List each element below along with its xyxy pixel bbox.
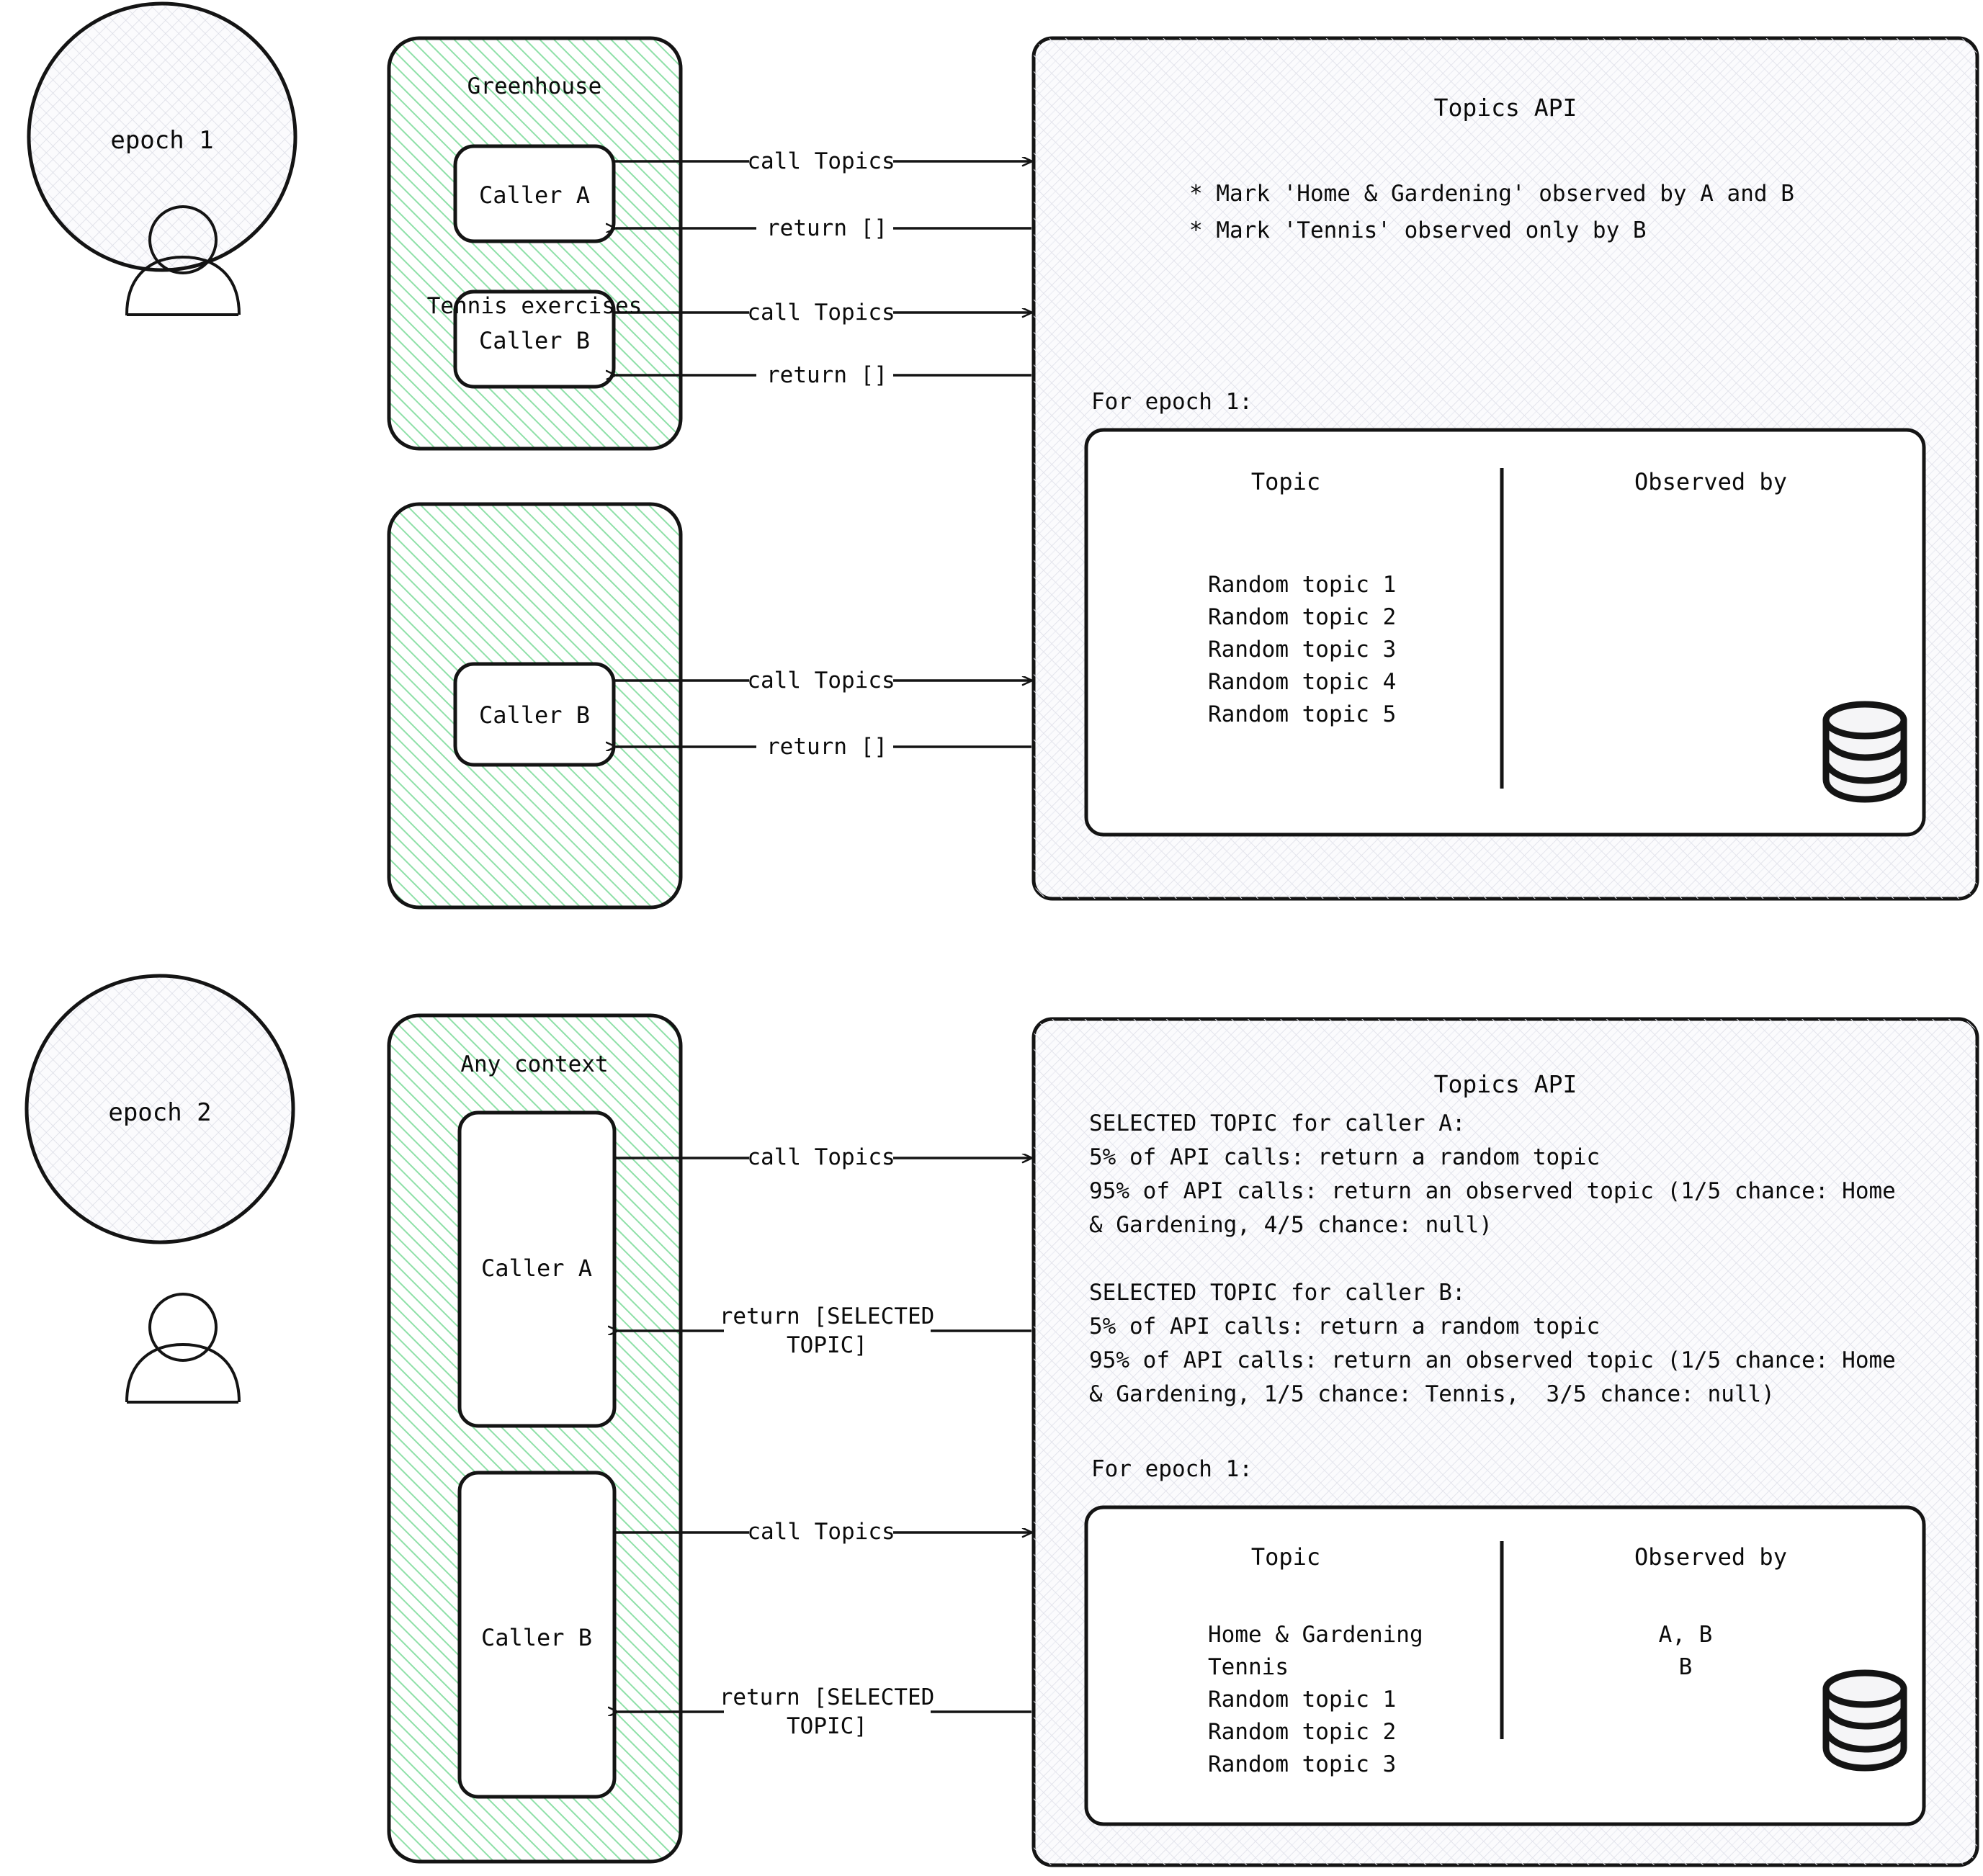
return-label-b-epoch1: return [] — [766, 362, 887, 388]
table-row-topic-epoch1-1: Random topic 2 — [1208, 604, 1397, 630]
selected-topic-a-heading: SELECTED TOPIC for caller A: — [1089, 1110, 1466, 1136]
selected-topic-b-line-2: 95% of API calls: return an observed top… — [1089, 1347, 1896, 1373]
caller-b-label-epoch2: Caller B — [480, 1624, 593, 1651]
table-row-topic-epoch2-3: Random topic 2 — [1208, 1719, 1397, 1745]
table-row-topic-epoch2-0: Home & Gardening — [1208, 1622, 1423, 1648]
caller-b-box-epoch2 — [457, 1471, 617, 1799]
tennis-exercises-context-label: Tennis exercises — [426, 293, 643, 319]
topics-api-title-epoch1: Topics API — [1433, 94, 1577, 122]
caller-a-label-epoch2: Caller A — [480, 1255, 593, 1282]
person-icon-epoch1 — [125, 205, 241, 317]
table-header-observed-epoch2: Observed by — [1634, 1543, 1787, 1571]
caller-a-box-epoch2 — [457, 1110, 617, 1428]
return-label-tennis: return [] — [766, 734, 887, 760]
any-context-label: Any context — [460, 1051, 609, 1077]
topics-table-card-epoch1 — [1084, 428, 1926, 837]
epoch2-badge — [24, 974, 295, 1244]
call-topics-label-a-epoch2: call Topics — [747, 1144, 895, 1170]
epoch2-badge-label: epoch 2 — [108, 1098, 212, 1127]
return-label-a-epoch1: return [] — [766, 215, 887, 241]
topics-api-bullet-2-epoch1: * Mark 'Tennis' observed only by B — [1189, 217, 1647, 243]
topics-api-bullet-1-epoch1: * Mark 'Home & Gardening' observed by A … — [1189, 181, 1794, 207]
epoch1-badge-label: epoch 1 — [110, 126, 214, 155]
table-row-topic-epoch2-4: Random topic 3 — [1208, 1751, 1397, 1777]
selected-topic-a-line-3: & Gardening, 4/5 chance: null) — [1089, 1212, 1492, 1238]
caller-a-box-epoch1 — [453, 144, 616, 243]
topics-table-card-epoch2 — [1084, 1505, 1926, 1826]
table-row-topic-epoch2-1: Tennis — [1208, 1654, 1289, 1680]
caller-b-label-tennis: Caller B — [478, 701, 591, 729]
table-caption-epoch1: For epoch 1: — [1091, 389, 1253, 415]
call-topics-label-a-epoch1: call Topics — [747, 148, 895, 174]
epoch1-badge — [27, 1, 297, 272]
selected-topic-a-line-1: 5% of API calls: return a random topic — [1089, 1144, 1601, 1170]
topics-api-title-epoch2: Topics API — [1433, 1070, 1577, 1098]
database-icon-epoch1 — [1822, 701, 1907, 803]
caller-b-box-tennis — [453, 662, 616, 767]
table-row-observed-epoch2-0: A, B — [1658, 1622, 1713, 1648]
database-icon-epoch2 — [1822, 1669, 1907, 1772]
table-row-topic-epoch1-3: Random topic 4 — [1208, 669, 1397, 695]
call-topics-label-b-epoch2: call Topics — [747, 1519, 895, 1545]
table-header-topic-epoch2: Topic — [1250, 1543, 1321, 1571]
selected-topic-b-heading: SELECTED TOPIC for caller B: — [1089, 1280, 1466, 1306]
selected-topic-b-line-3: & Gardening, 1/5 chance: Tennis, 3/5 cha… — [1089, 1381, 1775, 1407]
greenhouse-context-label: Greenhouse — [467, 73, 602, 99]
caller-b-label-epoch1: Caller B — [478, 327, 591, 354]
table-header-topic-epoch1: Topic — [1250, 468, 1321, 495]
selected-topic-a-line-2: 95% of API calls: return an observed top… — [1089, 1178, 1896, 1204]
table-header-observed-epoch1: Observed by — [1634, 468, 1787, 495]
return-label-b-epoch2: return [SELECTED TOPIC] — [719, 1684, 935, 1740]
table-row-topic-epoch2-2: Random topic 1 — [1208, 1687, 1397, 1713]
return-label-a-epoch2: return [SELECTED TOPIC] — [719, 1303, 935, 1359]
table-row-topic-epoch1-4: Random topic 5 — [1208, 701, 1397, 727]
call-topics-label-tennis: call Topics — [747, 668, 895, 694]
table-caption-epoch2: For epoch 1: — [1091, 1456, 1253, 1482]
table-row-observed-epoch2-1: B — [1678, 1654, 1693, 1680]
caller-a-label-epoch1: Caller A — [478, 181, 591, 209]
person-icon-epoch2 — [125, 1293, 241, 1404]
caller-b-box-epoch1 — [453, 290, 616, 389]
table-row-topic-epoch1-2: Random topic 3 — [1208, 637, 1397, 663]
call-topics-label-b-epoch1: call Topics — [747, 300, 895, 326]
table-row-topic-epoch1-0: Random topic 1 — [1208, 572, 1397, 598]
selected-topic-b-line-1: 5% of API calls: return a random topic — [1089, 1314, 1601, 1339]
